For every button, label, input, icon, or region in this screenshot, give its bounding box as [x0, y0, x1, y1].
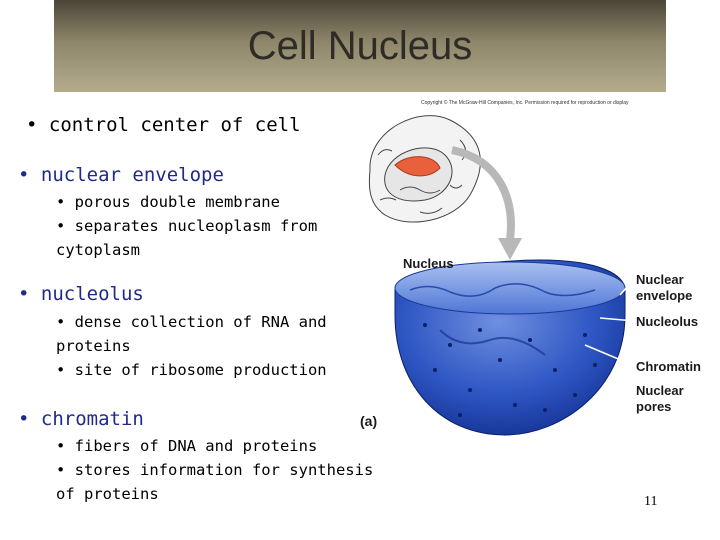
bullet-nucleolus: • nucleolus: [18, 283, 144, 305]
panel-label: (a): [360, 413, 378, 429]
bullet-chromatin: • chromatin: [18, 408, 144, 430]
label-nucleolus: Nucleolus: [636, 314, 699, 329]
cell-sketch: [368, 115, 481, 223]
sub-bullet-proteins: proteins: [56, 337, 131, 355]
figure-copyright: Copyright © The McGraw-Hill Companies, I…: [421, 100, 629, 106]
sub-bullet-stores: • stores information for synthesis: [56, 461, 374, 479]
pointer-arrow: [451, 146, 522, 260]
label-nuclear-envelope-1: Nuclear: [636, 272, 684, 287]
label-nuclear-pores-1: Nuclear: [636, 383, 684, 398]
slide-title: Cell Nucleus: [247, 23, 473, 68]
nucleus-label: Nucleus: [403, 256, 454, 271]
sub-bullet-separates: • separates nucleoplasm from: [56, 217, 318, 235]
nucleus-diagram: [394, 259, 626, 436]
label-chromatin: Chromatin: [636, 359, 701, 374]
sub-bullet-fibers: • fibers of DNA and proteins: [56, 437, 318, 455]
sub-bullet-cytoplasm: cytoplasm: [56, 241, 140, 259]
nucleus-figure: [368, 115, 636, 436]
leader-lines: [584, 277, 636, 401]
bullet-nuclear-envelope: • nuclear envelope: [18, 164, 224, 186]
label-nuclear-pores-2: pores: [636, 399, 672, 414]
page-number: 11: [644, 494, 658, 509]
title-bar: Cell Nucleus: [54, 0, 666, 92]
sub-bullet-ribosome: • site of ribosome production: [56, 361, 327, 379]
sub-bullet-porous: • porous double membrane: [56, 193, 280, 211]
label-nuclear-envelope-2: envelope: [636, 288, 693, 303]
sub-bullet-dense: • dense collection of RNA and: [56, 313, 327, 331]
sub-bullet-of-proteins: of proteins: [56, 485, 159, 503]
bullet-control-center: • control center of cell: [26, 114, 301, 136]
